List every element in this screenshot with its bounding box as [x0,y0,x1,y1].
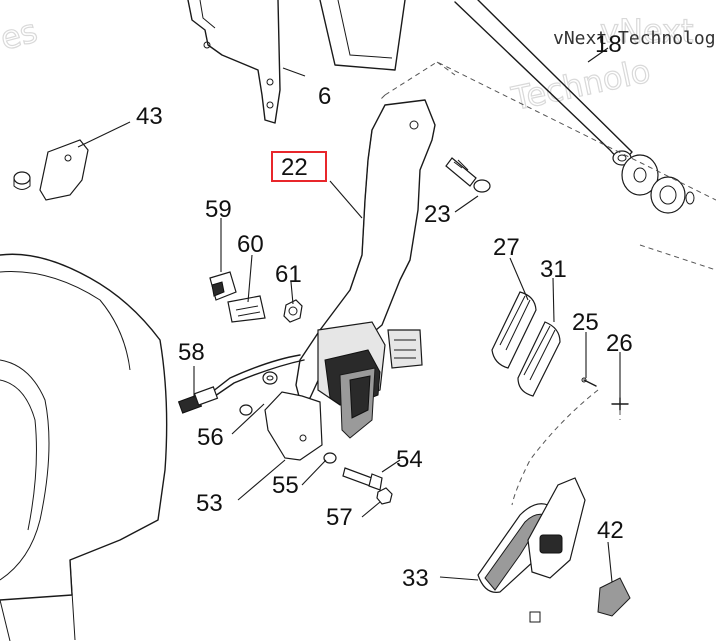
watermark-brand-text: vNext Technolog [553,28,716,49]
label-part-31[interactable]: 31 [540,256,567,283]
label-part-59[interactable]: 59 [205,196,232,223]
label-part-56[interactable]: 56 [197,424,224,451]
part-53-bracket [264,391,323,461]
label-part-54[interactable]: 54 [396,446,423,473]
label-part-43[interactable]: 43 [136,103,163,130]
label-part-58[interactable]: 58 [178,339,205,366]
machine-body [0,253,168,641]
part-33-handle [477,477,631,623]
label-part-60[interactable]: 60 [237,231,264,258]
watermark-left-fragment: es [0,12,41,58]
highlight-box-22 [271,151,327,182]
part-18-shaft [454,0,695,214]
label-part-61[interactable]: 61 [275,261,302,288]
label-part-26[interactable]: 26 [606,330,633,357]
watermark-line1: vNext [600,12,693,50]
assembly-outline [379,61,716,271]
part-23-bolt [445,157,491,193]
parts-25-26-pins [581,377,629,411]
label-part-6[interactable]: 6 [318,83,331,110]
label-part-53[interactable]: 53 [196,490,223,517]
label-part-18[interactable]: 18 [595,31,622,58]
label-part-27[interactable]: 27 [493,234,520,261]
label-part-57[interactable]: 57 [326,504,353,531]
watermark: vNext Technolo vNext Technolog es [0,11,716,119]
part-57-nut [376,487,393,505]
washers [239,371,337,464]
label-part-42[interactable]: 42 [597,517,624,544]
label-part-33[interactable]: 33 [402,565,429,592]
parts-27-31-grips [491,291,561,397]
assembly-dashed-leaders [511,389,621,506]
part-labels: 6 18 43 22 23 59 60 61 27 31 25 26 58 56… [136,31,633,592]
label-part-25[interactable]: 25 [572,309,599,336]
label-part-55[interactable]: 55 [272,472,299,499]
leader-lines [77,47,621,583]
pedal-assembly [317,321,423,439]
part-43-plate [13,139,89,201]
small-connectors [209,271,303,323]
label-part-23[interactable]: 23 [424,201,451,228]
label-part-22[interactable]: 22 [281,154,308,181]
part-54-bolt [342,467,383,491]
part-6-bracket [187,0,406,124]
part-58-harness [177,354,305,414]
